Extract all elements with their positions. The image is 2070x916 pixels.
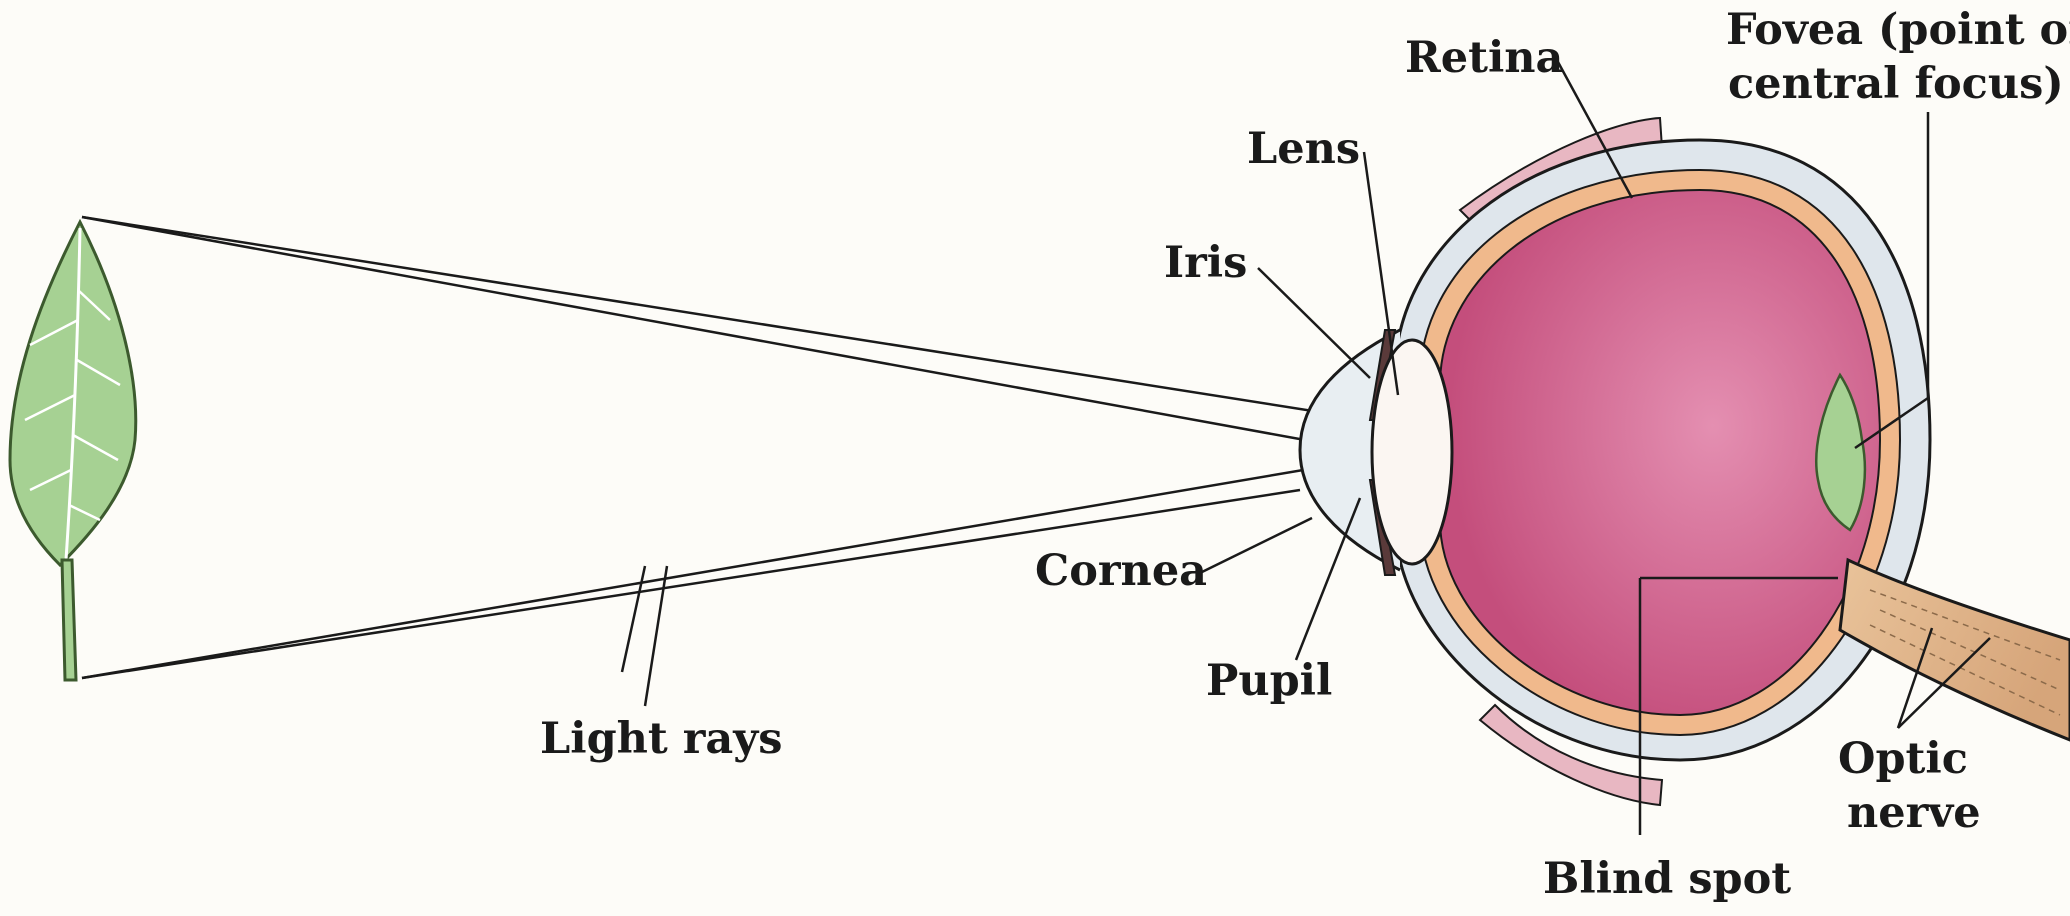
optic-nerve-label-line2: nerve [1847, 788, 1981, 838]
fovea-label-line1: Fovea (point of [1726, 5, 2070, 55]
retina-label: Retina [1405, 33, 1563, 83]
leaf-object [10, 222, 136, 680]
optic-nerve-label-line1: Optic [1838, 734, 1968, 784]
light-rays-label: Light rays [540, 714, 782, 764]
iris-label: Iris [1164, 238, 1247, 288]
pupil-label: Pupil [1206, 656, 1332, 706]
lens-label: Lens [1247, 124, 1360, 174]
eyeball [1300, 118, 2070, 805]
blind-spot-label: Blind spot [1543, 854, 1791, 904]
cornea-label: Cornea [1035, 546, 1207, 596]
fovea-label-line2: central focus) [1728, 59, 2064, 109]
